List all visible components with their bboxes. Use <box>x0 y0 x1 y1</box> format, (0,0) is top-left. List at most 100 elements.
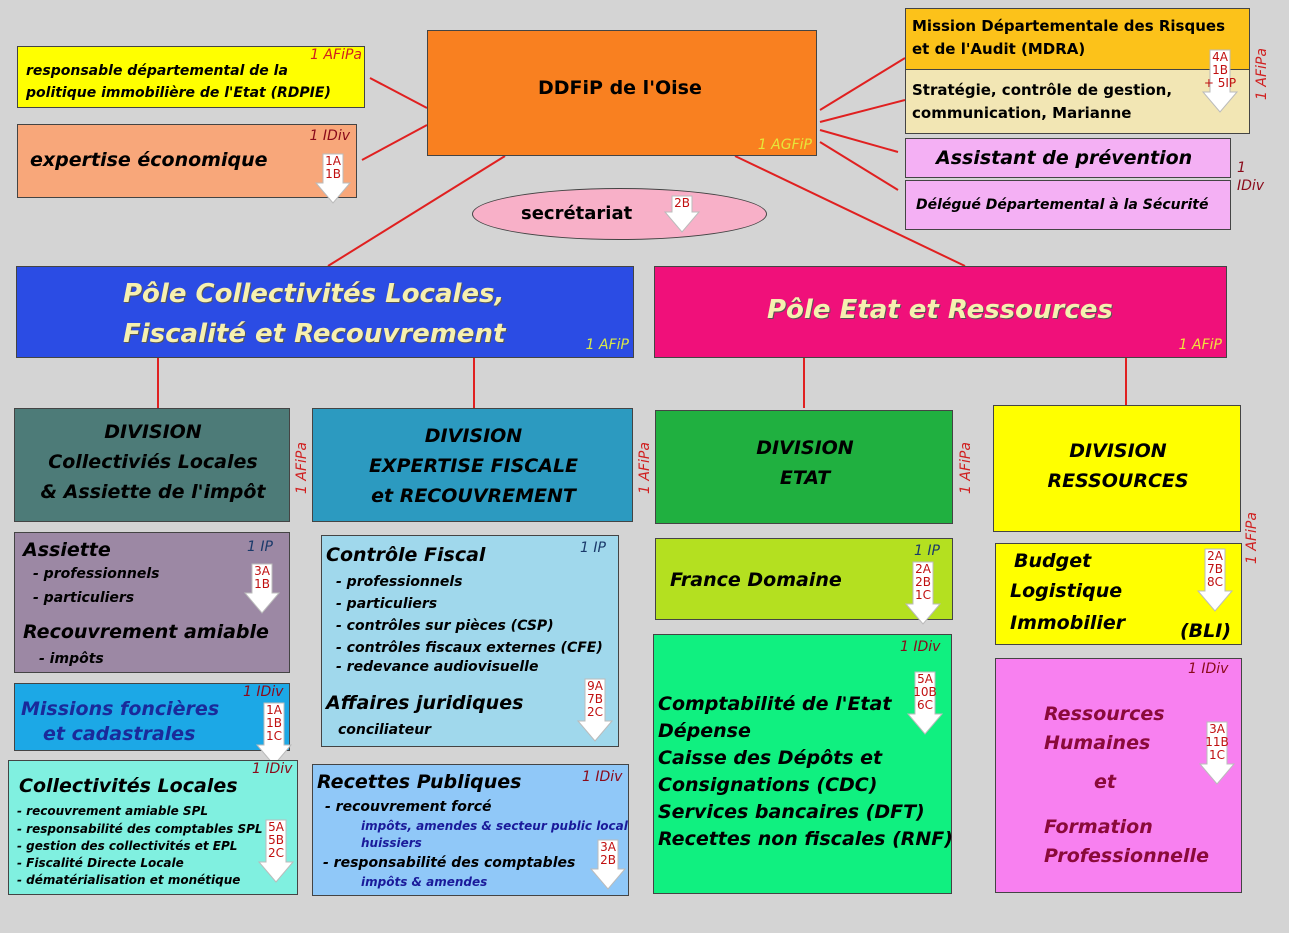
arrow-label: 2C <box>267 846 284 860</box>
right-idiv-2: IDiv <box>1237 178 1265 194</box>
controle-item-2: - particuliers <box>336 596 438 612</box>
mdra-sub-2: communication, Marianne <box>912 104 1132 122</box>
division-ef-box: DIVISION EXPERTISE FISCALE et RECOUVREME… <box>312 408 633 522</box>
secretariat-label: secrétariat <box>521 203 633 224</box>
ddfip-box: DDFiP de l'Oise 1 AGFiP <box>427 30 817 156</box>
arrow-label: 3A <box>1209 722 1225 736</box>
arrow-label: 1B <box>325 167 341 181</box>
arrow-label: 1B <box>1212 63 1228 77</box>
secretariat-ellipse: secrétariat 2B <box>472 188 767 240</box>
pole-er-grade: 1 AFiP <box>1178 337 1222 353</box>
assiette-grade: 1 IP <box>247 539 273 555</box>
mdra-title-2: et de l'Audit (MDRA) <box>912 40 1086 58</box>
arrow-label: 5A <box>268 820 284 834</box>
arrow-label: 2A <box>1207 549 1223 563</box>
arrow-label: 2A <box>915 562 931 576</box>
pole-clfr-line-1: Pôle Collectivités Locales, <box>123 279 505 309</box>
securite-label: Délégué Départemental à la Sécurité <box>916 197 1209 213</box>
bli-line-4: (BLI) <box>1180 620 1232 642</box>
missions-box: 1 IDiv Missions foncières et cadastrales… <box>14 683 293 766</box>
assiette-title: Assiette <box>23 539 111 561</box>
securite-box: Délégué Départemental à la Sécurité <box>905 180 1231 230</box>
missions-line-1: Missions foncières <box>21 698 220 720</box>
arrow-label: 1A <box>266 703 282 717</box>
controle-box: Contrôle Fiscal 1 IP - professionnels - … <box>321 535 619 747</box>
arrow-label: 2B <box>674 196 690 210</box>
arrow-label: 9A <box>587 679 603 693</box>
compta-line-5: Services bancaires (DFT) <box>658 801 925 823</box>
pole-clfr-line-2: Fiscalité et Recouvrement <box>123 319 506 349</box>
compta-line-3: Caisse des Dépôts et <box>658 747 883 769</box>
arrow-label: 1B <box>266 716 282 730</box>
arrow-label: 8C <box>1206 575 1223 589</box>
recettes-item-2-sub-1: impôts & amendes <box>361 875 488 889</box>
controle-grade: 1 IP <box>580 540 606 556</box>
assiette-box: Assiette 1 IP - professionnels - particu… <box>14 532 290 673</box>
division-etat-grade: 1 AFiPa <box>957 442 974 494</box>
controle-item-5: - redevance audiovisuelle <box>336 659 539 675</box>
compta-line-6: Recettes non fiscales (RNF) <box>658 828 953 850</box>
rdpie-line-1: responsable départemental de la <box>26 63 288 79</box>
recettes-grade: 1 IDiv <box>582 769 623 785</box>
division-res-line-1: DIVISION <box>1069 440 1167 462</box>
domaine-grade: 1 IP <box>914 543 940 559</box>
arrow-label: 7B <box>587 692 603 706</box>
mdra-box: Mission Départementale des Risques et de… <box>905 8 1250 134</box>
arrow-label: 1C <box>265 729 282 743</box>
rh-line-2: Humaines <box>1044 732 1151 754</box>
pole-clfr-box: Pôle Collectivités Locales, Fiscalité et… <box>16 266 634 358</box>
arrow-label: 3A <box>600 840 616 854</box>
recettes-item-1-sub-1: impôts, amendes & secteur public local <box>361 819 628 833</box>
compta-grade: 1 IDiv <box>900 639 941 655</box>
division-cl-grade: 1 AFiPa <box>293 442 310 494</box>
division-cl-line-3: & Assiette de l'impôt <box>40 481 266 503</box>
prevention-label: Assistant de prévention <box>936 147 1193 169</box>
collectivites-item-5: - dématérialisation et monétique <box>17 873 241 887</box>
pole-er-title: Pôle Etat et Ressources <box>767 295 1113 325</box>
arrow-label: 2C <box>586 705 603 719</box>
division-etat-line-2: ETAT <box>779 467 831 489</box>
compta-line-1: Comptabilité de l'Etat <box>658 693 892 715</box>
rh-box: 1 IDiv Ressources Humaines et Formation … <box>995 658 1242 893</box>
collectivites-item-1: - recouvrement amiable SPL <box>17 804 209 818</box>
missions-line-2: et cadastrales <box>43 723 196 745</box>
arrow-label: 7B <box>1207 562 1223 576</box>
arrow-label: 5A <box>917 672 933 686</box>
arrow-label: 1A <box>325 154 341 168</box>
division-res-box: DIVISION RESSOURCES <box>993 405 1241 532</box>
rdpie-box: 1 AFiPa responsable départemental de la … <box>17 46 365 108</box>
affaires-juridiques-title: Affaires juridiques <box>326 692 524 714</box>
bli-line-1: Budget <box>1014 550 1092 572</box>
recouvrement-item-1: - impôts <box>39 651 104 667</box>
ddfip-title: DDFiP de l'Oise <box>538 77 702 99</box>
controle-title: Contrôle Fiscal <box>326 544 486 566</box>
prevention-box: Assistant de prévention <box>905 138 1231 178</box>
expertise-label: expertise économique <box>30 149 268 171</box>
expertise-grade: 1 IDiv <box>309 128 350 144</box>
collectivites-box: Collectivités Locales 1 IDiv - recouvrem… <box>8 760 298 895</box>
rh-line-1: Ressources <box>1044 703 1165 725</box>
division-cl-box: DIVISION Collectiviés Locales & Assiette… <box>14 408 290 522</box>
division-cl-line-1: DIVISION <box>104 421 202 443</box>
recouvrement-amiable-title: Recouvrement amiable <box>23 621 269 643</box>
rdpie-line-2: politique immobilière de l'Etat (RDPIE) <box>26 85 331 101</box>
arrow-label: 4A <box>1212 50 1228 64</box>
arrow-label: 3A <box>254 564 270 578</box>
missions-grade: 1 IDiv <box>243 684 284 700</box>
rh-line-5: Professionnelle <box>1044 845 1209 867</box>
collectivites-title: Collectivités Locales <box>19 775 238 797</box>
division-res-line-2: RESSOURCES <box>1047 470 1189 492</box>
collectivites-item-4: - Fiscalité Directe Locale <box>17 856 184 870</box>
arrow-label: 1C <box>914 588 931 602</box>
domaine-title: France Domaine <box>670 569 842 591</box>
recettes-box: Recettes Publiques 1 IDiv - recouvrement… <box>312 764 629 896</box>
collectivites-item-3: - gestion des collectivités et EPL <box>17 839 238 853</box>
bli-line-3: Immobilier <box>1010 612 1126 634</box>
collectivites-item-2: - responsabilité des comptables SPL <box>17 822 263 836</box>
division-res-grade: 1 AFiPa <box>1243 512 1260 564</box>
compta-box: 1 IDiv Comptabilité de l'Etat Dépense Ca… <box>653 634 953 894</box>
division-ef-grade: 1 AFiPa <box>636 442 653 494</box>
bli-line-2: Logistique <box>1010 580 1123 602</box>
recettes-item-2: - responsabilité des comptables <box>323 855 576 871</box>
